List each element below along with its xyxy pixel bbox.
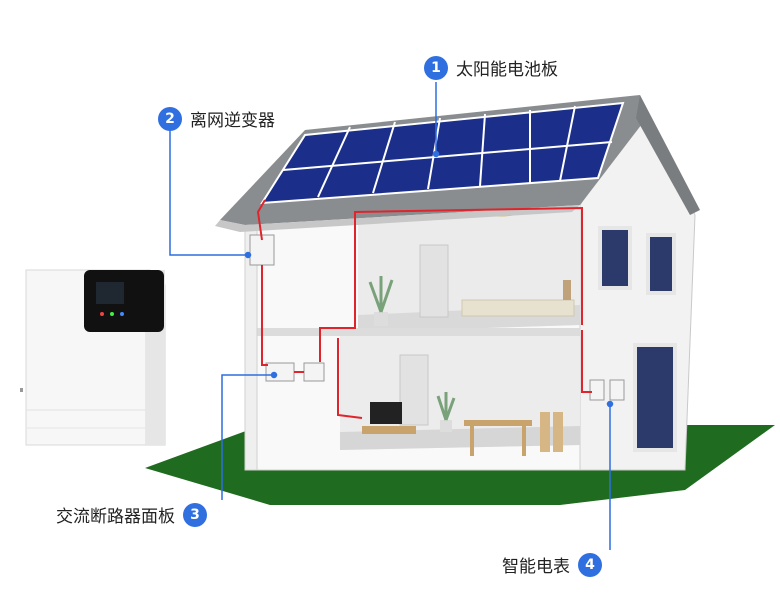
wiring — [256, 199, 592, 419]
callout-offgrid-inverter: 2 离网逆变器 — [158, 106, 275, 131]
label-solar-panel: 太阳能电池板 — [456, 60, 558, 80]
callout-smart-meter: 4 智能电表 — [502, 552, 602, 577]
label-smart-meter: 智能电表 — [502, 557, 570, 577]
callout-ac-breaker-panel: 3 交流断路器面板 — [56, 502, 207, 527]
label-ac-breaker-panel: 交流断路器面板 — [56, 507, 175, 527]
callout-solar-panel: 1 太阳能电池板 — [424, 55, 558, 80]
inverter-product-image — [20, 269, 166, 446]
solar-panel-array — [260, 101, 625, 205]
label-offgrid-inverter: 离网逆变器 — [190, 111, 275, 131]
badge-2: 2 — [158, 106, 182, 131]
badge-4: 4 — [578, 552, 602, 577]
badge-3: 3 — [183, 502, 207, 527]
leader-lines — [169, 82, 614, 550]
badge-1: 1 — [424, 55, 448, 80]
